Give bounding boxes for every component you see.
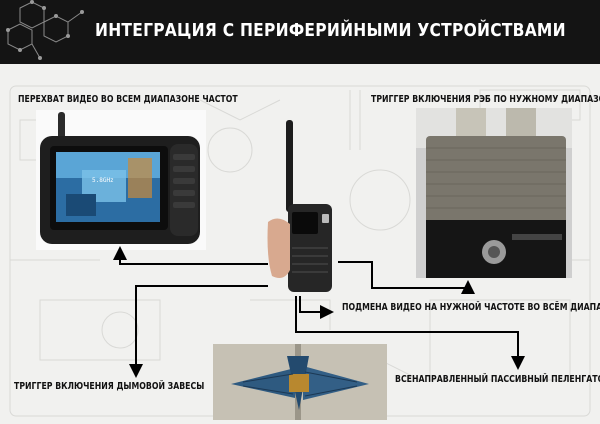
hex-molecule-icon [6, 0, 84, 60]
page-title: ИНТЕГРАЦИЯ С ПЕРИФЕРИЙНЫМИ УСТРОЙСТВАМИ [95, 20, 566, 41]
jammer-box-image [416, 108, 572, 278]
handheld-scanner-image [266, 118, 342, 296]
label-smoke-trigger: ТРИГГЕР ВКЛЮЧЕНИЯ ДЫМОВОЙ ЗАВЕСЫ [14, 381, 205, 392]
label-direction-finder: ВСЕНАПРАВЛЕННЫЙ ПАССИВНЫЙ ПЕЛЕНГАТОР [395, 374, 600, 385]
label-video-intercept: ПЕРЕХВАТ ВИДЕО ВО ВСЁМ ДИАПАЗОНЕ ЧАСТОТ [18, 94, 238, 105]
label-video-spoof: ПОДМЕНА ВИДЕО НА НУЖНОЙ ЧАСТОТЕ ВО ВСЁМ … [342, 302, 600, 313]
video-monitor-image: 5.8GHz [36, 110, 206, 250]
header-bar: ИНТЕГРАЦИЯ С ПЕРИФЕРИЙНЫМИ УСТРОЙСТВАМИ [0, 0, 600, 64]
direction-finder-antenna-image [213, 344, 387, 420]
svg-text:5.8GHz: 5.8GHz [92, 177, 114, 184]
label-jammer-trigger: ТРИГГЕР ВКЛЮЧЕНИЯ РЭБ ПО НУЖНОМУ ДИАПАЗО… [371, 94, 600, 105]
